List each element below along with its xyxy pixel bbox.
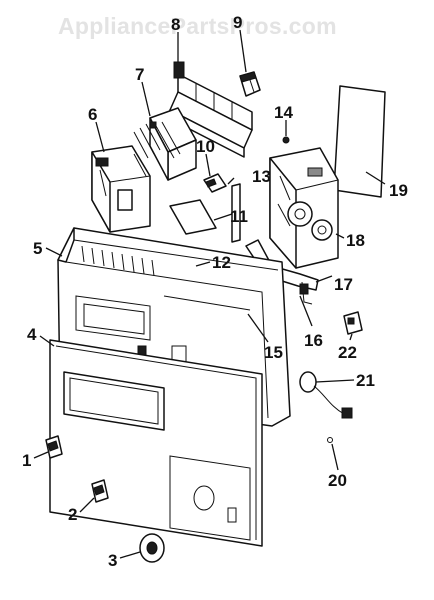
callout-19: 19 [389,181,408,200]
callout-21: 21 [356,371,375,390]
callout-labels: 8 9 7 6 10 13 11 14 19 18 17 12 16 15 5 … [22,13,408,570]
part-13-strip [231,183,241,243]
callout-10: 10 [196,137,215,156]
callout-4: 4 [27,325,37,344]
watermark-text: AppliancePartsPros.com [58,13,337,39]
callout-7: 7 [135,65,144,84]
callout-3: 3 [108,551,117,570]
part-19-sheet [333,85,386,198]
part-22-switch [343,311,363,335]
part-18-timer-motor [269,147,339,269]
part-6-bracket [91,145,151,233]
part-4-front-fascia [49,339,263,547]
callout-12: 12 [212,253,231,272]
callout-18: 18 [346,231,365,250]
part-1-knob [45,435,63,459]
callout-16: 16 [304,331,323,350]
leader-lines [33,29,386,559]
part-14-screw [282,136,290,144]
callout-6: 6 [88,105,97,124]
callout-13: 13 [252,167,271,186]
part-11-card [169,199,217,235]
part-9-connector [239,71,261,97]
part-10-clip [203,173,227,193]
callout-17: 17 [334,275,353,294]
callout-11: 11 [230,207,248,226]
callout-8: 8 [171,15,180,34]
callout-15: 15 [264,343,283,362]
callout-20: 20 [328,471,347,490]
part-7-switch-block [133,107,197,181]
callout-22: 22 [338,343,357,362]
callout-2: 2 [68,505,77,524]
callout-5: 5 [33,239,42,258]
part-21-sensor-cable [299,371,353,419]
part-8-holder [169,61,253,158]
part-3-dial [139,533,165,563]
callout-9: 9 [233,13,242,32]
callout-1: 1 [22,451,31,470]
callout-14: 14 [274,103,293,122]
part-2-knob [91,479,109,503]
part-20-pin [327,437,333,443]
